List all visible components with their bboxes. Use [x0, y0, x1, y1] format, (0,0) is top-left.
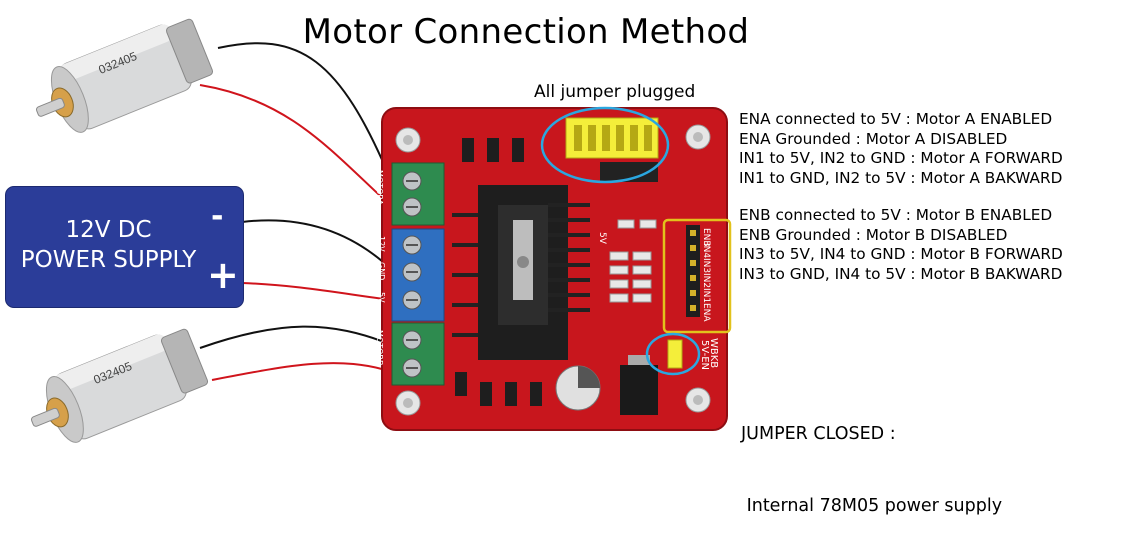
motor-a-note: IN1 to 5V, IN2 to GND : Motor A FORWARD — [739, 149, 1063, 167]
power-supply-line1: 12V DC — [65, 217, 152, 243]
motor-a-notes: ENA connected to 5V : Motor A ENABLED EN… — [739, 110, 1063, 188]
pin-label-in4: IN4 — [701, 243, 711, 258]
pin-label-ena: ENA — [701, 303, 711, 322]
silk-terminal-5v: 5V — [377, 292, 386, 303]
power-supply-label: 12V DC POWER SUPPLY — [6, 215, 211, 275]
l298n-board: 5V-EN WBKB 5V MOTORA 12V GND 5V MOTORB E… — [375, 107, 728, 431]
motor-a-note: IN1 to GND, IN2 to 5V : Motor A BAKWARD — [739, 168, 1063, 187]
wire-motor-a-black — [217, 42, 391, 179]
motor-b-note: IN3 to GND, IN4 to 5V : Motor B BAKWARD — [739, 264, 1063, 283]
pin-label-enb: ENB — [701, 228, 711, 247]
terminal-motor-b — [391, 322, 445, 386]
minus-terminal-label: - — [211, 199, 224, 234]
power-supply-line2: POWER SUPPLY — [20, 247, 197, 273]
jumper-closed-detail: Internal 78M05 power supply — [741, 496, 1003, 516]
callout-control-header — [662, 218, 732, 334]
wire-motor-b-red — [211, 362, 393, 381]
motor-b-note: IN3 to 5V, IN4 to GND : Motor B FORWARD — [739, 245, 1063, 263]
jumper-closed-note: JUMPER CLOSED : Internal 78M05 power sup… — [741, 374, 1002, 542]
heatsink — [478, 185, 568, 360]
silk-model-label: WBKB — [708, 338, 719, 368]
jumper-closed-title: JUMPER CLOSED : — [741, 424, 896, 444]
motor-b-note: ENB Grounded : Motor B DISABLED — [739, 225, 1008, 244]
motor-a-note: ENA connected to 5V : Motor A ENABLED — [739, 110, 1053, 128]
pin-label-in3: IN3 — [701, 258, 711, 273]
power-supply-box: 12V DC POWER SUPPLY - + — [5, 186, 244, 308]
regulator — [620, 365, 658, 415]
motor-a: 032405 — [35, 18, 214, 133]
terminal-motor-a — [391, 162, 445, 226]
wire-psu-black — [241, 219, 393, 271]
pin-label-in2: IN2 — [701, 273, 711, 288]
jumper-note: All jumper plugged — [534, 82, 696, 102]
silk-terminal-gnd: GND — [377, 262, 386, 280]
silk-terminal-b: MOTORB — [375, 330, 384, 365]
wire-psu-red — [241, 282, 393, 301]
motor-b-notes: ENB connected to 5V : Motor B ENABLED EN… — [739, 206, 1063, 284]
motor-b: 032405 — [30, 328, 209, 443]
silk-jumper-label: 5V-EN — [699, 340, 710, 370]
callout-top-jumpers — [540, 106, 670, 184]
wire-motor-b-black — [199, 325, 393, 349]
page-title: Motor Connection Method — [302, 12, 750, 52]
5v-en-jumper — [667, 339, 683, 369]
motor-b-note: ENB connected to 5V : Motor B ENABLED — [739, 206, 1053, 224]
plus-terminal-label: + — [207, 253, 239, 297]
silk-reg-label: 5V — [597, 232, 607, 245]
diagram-artwork: 032405 032405 — [30, 18, 732, 443]
motor-a-note: ENA Grounded : Motor A DISABLED — [739, 129, 1008, 148]
pin-label-in1: IN1 — [701, 288, 711, 303]
callout-5v-jumper — [645, 332, 701, 376]
silk-terminal-a: MOTORA — [375, 170, 384, 206]
silk-terminal-12v: 12V — [377, 236, 386, 252]
wire-motor-a-red — [199, 84, 391, 206]
